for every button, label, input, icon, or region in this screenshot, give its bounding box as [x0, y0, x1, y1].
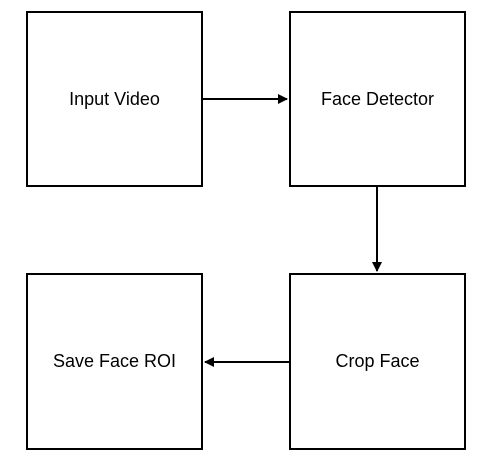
crop-face-label: Crop Face: [335, 351, 420, 371]
input-video-node: Input Video: [26, 11, 203, 187]
crop-face-node: Crop Face: [289, 273, 466, 450]
face-detector-label: Face Detector: [320, 88, 435, 109]
input-video-label: Input Video: [69, 88, 160, 109]
face-detector-node: Face Detector: [289, 11, 466, 187]
save-face-roi-label: Save Face ROI: [52, 351, 177, 371]
save-face-roi-node: Save Face ROI: [26, 273, 203, 450]
